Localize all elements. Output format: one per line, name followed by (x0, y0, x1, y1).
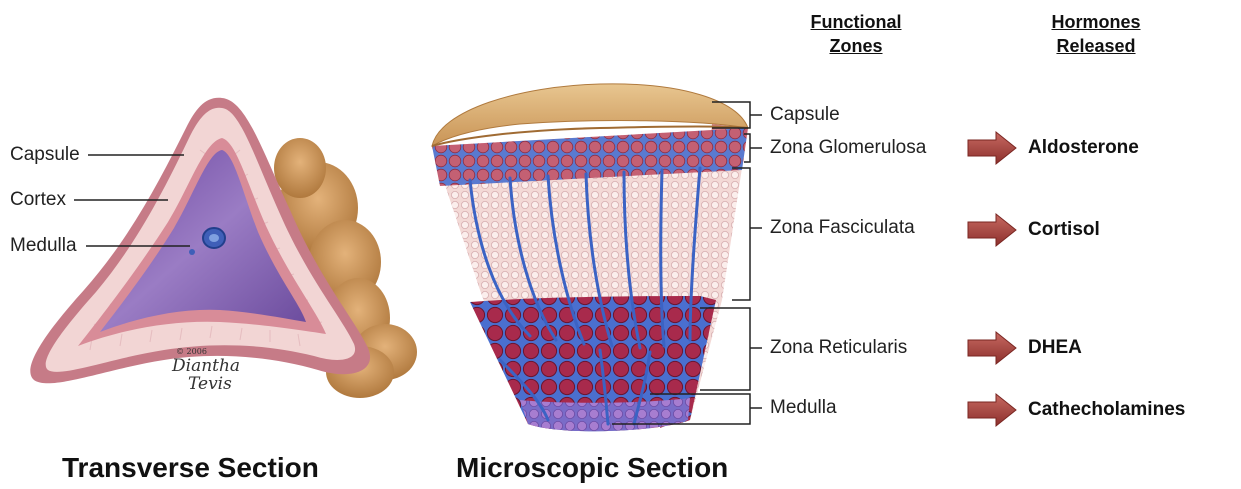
hormone-dhea: DHEA (1028, 337, 1082, 359)
hormone-cathecholamines: Cathecholamines (1028, 399, 1185, 421)
caption-transverse-section: Transverse Section (62, 452, 319, 484)
artist-signature-line1: Diantha (172, 356, 240, 376)
hormone-cortisol: Cortisol (1028, 219, 1100, 241)
arrow-icon (968, 132, 1016, 164)
label-capsule-transverse: Capsule (10, 144, 80, 166)
zone-label-capsule: Capsule (770, 104, 840, 126)
zone-label-fasciculata: Zona Fasciculata (770, 217, 915, 239)
label-cortex-transverse: Cortex (10, 189, 66, 211)
label-medulla-transverse: Medulla (10, 235, 77, 257)
zone-label-reticularis: Zona Reticularis (770, 337, 907, 359)
adrenal-microscopic-illustration (432, 84, 748, 431)
header-hormones-released-line2: Released (1044, 34, 1148, 58)
header-functional-zones: Functional Zones (808, 10, 904, 58)
zone-label-glomerulosa: Zona Glomerulosa (770, 137, 926, 159)
zone-label-medulla: Medulla (770, 397, 837, 419)
hormone-arrows (968, 132, 1016, 426)
arrow-icon (968, 332, 1016, 364)
bracket-glomerulosa (744, 134, 762, 162)
hormone-aldosterone: Aldosterone (1028, 137, 1139, 159)
header-functional-zones-line2: Zones (808, 34, 904, 58)
artist-copyright: © 2006 (176, 347, 207, 356)
header-hormones-released: Hormones Released (1044, 10, 1148, 58)
arrow-icon (968, 214, 1016, 246)
adrenal-transverse-illustration (30, 98, 417, 398)
caption-microscopic-section: Microscopic Section (456, 452, 728, 484)
header-functional-zones-line1: Functional (808, 10, 904, 34)
artist-signature-line2: Tevis (188, 374, 232, 394)
header-hormones-released-line1: Hormones (1044, 10, 1148, 34)
arrow-icon (968, 394, 1016, 426)
